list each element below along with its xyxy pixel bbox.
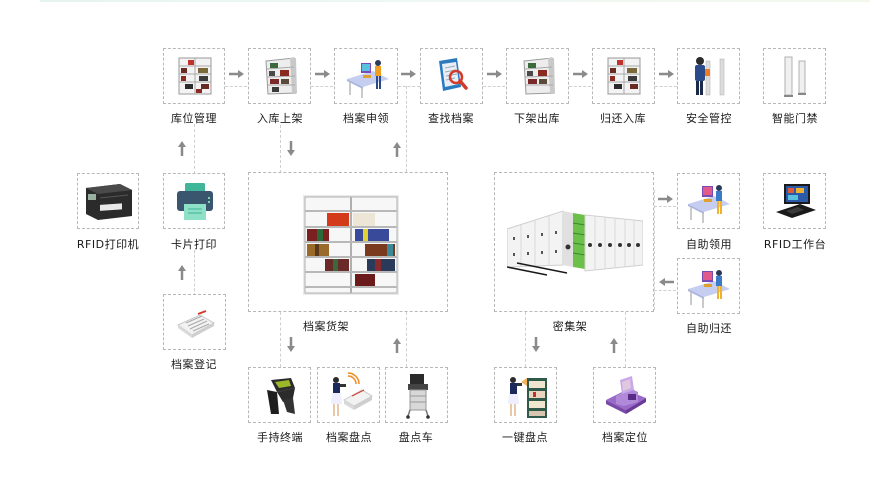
document-search-icon — [439, 58, 468, 91]
node-archive-shelf[interactable] — [248, 172, 448, 312]
workstation-person-icon — [688, 270, 730, 308]
label-inbound-shelving: 入库上架 — [257, 112, 303, 125]
printer-icon — [177, 183, 213, 220]
arrow-right-icon — [315, 70, 330, 78]
label-compact-shelf: 密集架 — [552, 320, 588, 333]
connector — [311, 86, 333, 87]
label-rfid-workstation: RFID工作台 — [763, 238, 827, 251]
connector — [655, 86, 677, 87]
arrow-left-icon — [659, 278, 674, 286]
connector — [225, 86, 247, 87]
arrow-up-icon — [610, 338, 618, 353]
paper-stack-icon — [177, 310, 216, 338]
node-search-archive[interactable] — [420, 48, 483, 104]
connector — [625, 312, 626, 367]
connector — [483, 86, 505, 87]
label-security-control: 安全管控 — [686, 112, 732, 125]
arrow-down-icon — [287, 337, 295, 352]
connector — [525, 312, 526, 367]
arrow-right-icon — [401, 70, 416, 78]
node-off-shelf-outbound[interactable] — [506, 48, 569, 104]
arrow-right-icon — [659, 70, 674, 78]
top-divider — [40, 0, 870, 2]
label-archive-inventory: 档案盘点 — [326, 431, 372, 444]
person-scanning-papers-icon — [331, 372, 373, 416]
arrow-right-icon — [229, 70, 244, 78]
bookshelf-perspective-icon — [265, 57, 297, 95]
label-rfid-printer: RFID打印机 — [76, 238, 140, 251]
node-archive-registration[interactable] — [163, 294, 226, 350]
node-archive-request[interactable] — [334, 48, 398, 104]
label-archive-locating: 档案定位 — [602, 431, 648, 444]
label-return-inbound: 归还入库 — [600, 112, 646, 125]
arrow-right-icon — [658, 195, 673, 203]
arrow-down-icon — [532, 337, 540, 352]
connector — [194, 124, 195, 174]
label-self-borrow: 自助领用 — [686, 238, 732, 251]
node-one-click-inventory[interactable] — [494, 367, 557, 423]
node-inventory-cart[interactable] — [385, 367, 448, 423]
connector — [654, 190, 655, 310]
person-scanning-shelf-icon — [508, 377, 547, 418]
mobile-shelving-icon — [507, 210, 643, 276]
connector — [654, 206, 676, 207]
access-gate-icon — [784, 56, 806, 97]
node-compact-shelf[interactable] — [494, 172, 654, 312]
node-self-return[interactable] — [677, 258, 740, 314]
arrow-up-icon — [393, 142, 401, 157]
node-self-borrow[interactable] — [677, 173, 740, 229]
node-rfid-printer[interactable] — [77, 173, 139, 229]
label-off-shelf-outbound: 下架出库 — [514, 112, 560, 125]
node-card-print[interactable] — [163, 173, 225, 229]
label-inventory-cart: 盘点车 — [398, 431, 434, 444]
arrow-right-icon — [487, 70, 502, 78]
library-shelf-icon — [303, 195, 399, 295]
security-gate-person-icon — [695, 57, 725, 96]
label-smart-gate: 智能门禁 — [772, 112, 818, 125]
node-inbound-shelving[interactable] — [248, 48, 311, 104]
arrow-up-icon — [393, 338, 401, 353]
label-archive-shelf: 档案货架 — [303, 320, 349, 333]
label-archive-registration: 档案登记 — [171, 358, 217, 371]
workstation-person-icon — [347, 60, 389, 98]
label-handheld-terminal: 手持终端 — [257, 431, 303, 444]
bookshelf-perspective-icon — [523, 57, 555, 95]
node-return-inbound[interactable] — [592, 48, 655, 104]
arrow-down-icon — [287, 141, 295, 156]
label-archive-request: 档案申领 — [343, 112, 389, 125]
node-security-control[interactable] — [677, 48, 740, 104]
label-card-print: 卡片打印 — [171, 238, 217, 251]
file-cabinet-icon — [606, 376, 646, 414]
connector — [654, 290, 676, 291]
label-one-click-inventory: 一键盘点 — [502, 431, 548, 444]
workstation-person-icon — [688, 185, 730, 223]
node-archive-inventory[interactable] — [317, 367, 380, 423]
connector — [398, 86, 420, 87]
connector — [406, 312, 407, 367]
connector — [569, 86, 591, 87]
bookshelf-icon — [178, 57, 212, 95]
monitor-reader-icon — [776, 184, 816, 218]
node-handheld-terminal[interactable] — [248, 367, 311, 423]
label-storage-location-mgmt: 库位管理 — [171, 112, 217, 125]
bookshelf-icon — [607, 57, 641, 95]
arrow-up-icon — [178, 265, 186, 280]
inventory-cart-icon — [406, 374, 430, 419]
node-archive-locating[interactable] — [593, 367, 656, 423]
industrial-printer-icon — [86, 184, 132, 220]
arrow-right-icon — [573, 70, 588, 78]
node-storage-location-mgmt[interactable] — [163, 48, 225, 104]
handheld-scanner-icon — [267, 378, 295, 414]
connector — [406, 86, 407, 172]
node-smart-gate[interactable] — [763, 48, 826, 104]
connector — [280, 312, 281, 367]
node-rfid-workstation[interactable] — [763, 173, 826, 229]
label-self-return: 自助归还 — [686, 322, 732, 335]
connector — [280, 125, 281, 173]
arrow-up-icon — [178, 141, 186, 156]
label-search-archive: 查找档案 — [428, 112, 474, 125]
connector — [194, 250, 195, 296]
